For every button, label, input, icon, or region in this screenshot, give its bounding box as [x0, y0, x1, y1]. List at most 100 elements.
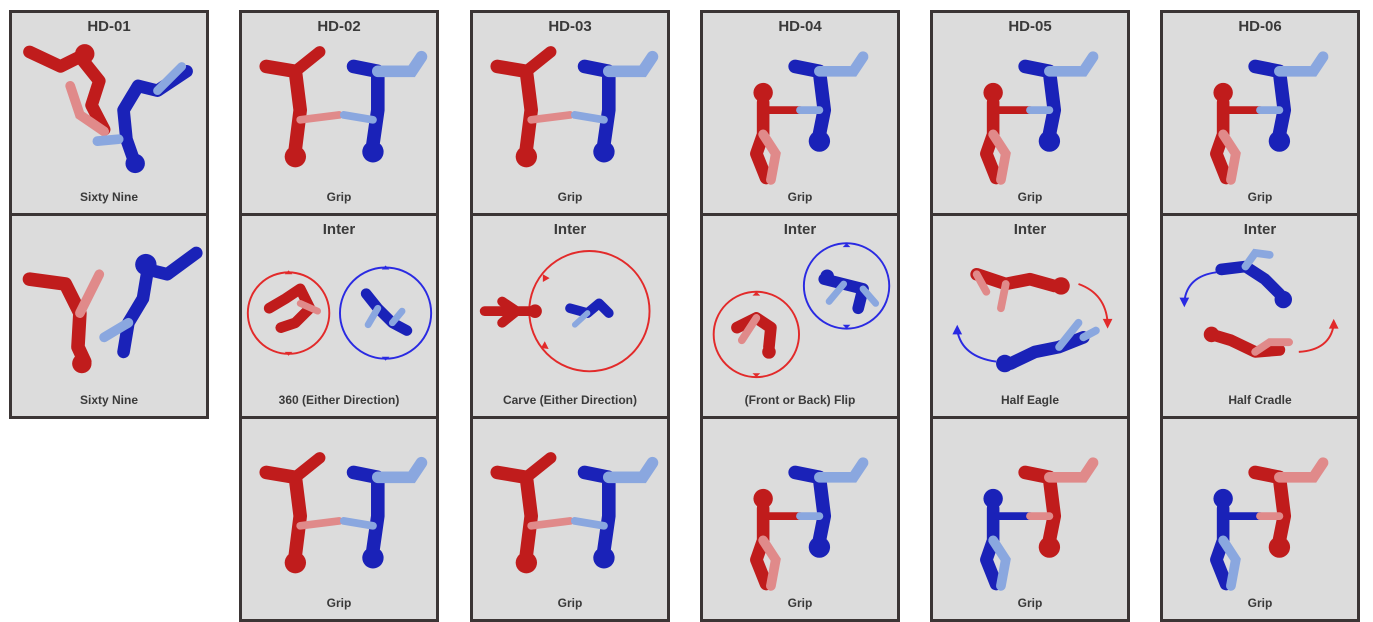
cell-caption: Sixty Nine	[79, 393, 139, 407]
red-flyer	[1210, 82, 1264, 185]
cell-hd-01-top: HD-01 Sixty Nine	[9, 10, 209, 216]
red-flyer	[259, 452, 343, 574]
arrowhead-icon	[1179, 297, 1190, 308]
arrowhead-icon	[381, 356, 390, 361]
blue-flyer	[360, 288, 413, 336]
blue-flyer	[339, 50, 428, 163]
red-flyer	[731, 312, 777, 353]
cell-caption: Grip	[326, 190, 352, 204]
cell-caption: Grip	[787, 596, 813, 610]
red-flyer	[1018, 457, 1099, 558]
cell-caption: Carve (Either Direction)	[502, 393, 638, 407]
sit-grip-swapped-figure	[1210, 457, 1329, 591]
blue-flyer	[1248, 51, 1329, 152]
cell-caption: Grip	[1017, 190, 1043, 204]
blue-flyer	[788, 457, 869, 558]
cell-caption: Grip	[787, 190, 813, 204]
cell-caption: Grip	[557, 190, 583, 204]
arrowhead-icon	[284, 351, 293, 356]
red-flyer	[259, 46, 343, 168]
red-flyer	[263, 283, 316, 333]
arrowhead-icon	[381, 265, 390, 270]
red-flyer	[1248, 457, 1329, 558]
cell-title: HD-05	[1008, 18, 1052, 35]
red-flyer	[22, 269, 105, 374]
cell-title: HD-03	[548, 18, 592, 35]
blue-flyer	[1004, 331, 1090, 370]
cell-caption: 360 (Either Direction)	[278, 393, 400, 407]
blue-flyer	[99, 246, 203, 359]
blue-flyer	[980, 488, 1034, 591]
red-flyer	[750, 82, 804, 185]
blue-swap-arrow	[1183, 271, 1217, 302]
cell-hd-04-top: HD-04 Grip	[700, 10, 900, 216]
head-down-grip-figure	[490, 46, 659, 168]
cell-caption: Grip	[557, 596, 583, 610]
cell-title: Inter	[322, 221, 356, 238]
red-flyer	[490, 452, 574, 574]
head-down-grip-figure	[490, 452, 659, 574]
sixty-nine-pose-figure	[23, 44, 193, 174]
arrowhead-icon	[540, 341, 549, 349]
blue-flyer	[1018, 51, 1099, 152]
cell-caption: Half Cradle	[1228, 393, 1292, 407]
cell-title: HD-01	[87, 18, 131, 35]
blue-flyer	[818, 273, 869, 315]
half-cradle-figure	[1179, 248, 1339, 358]
cell-hd-05-bottom: Grip	[930, 416, 1130, 622]
sit-grip-figure	[750, 51, 869, 185]
cell-caption: Grip	[1017, 596, 1043, 610]
blue-flyer	[92, 62, 193, 174]
sit-grip-figure	[1210, 51, 1329, 185]
cell-title: HD-04	[778, 18, 822, 35]
arrowhead-icon	[542, 274, 550, 283]
cell-caption: Grip	[1247, 596, 1273, 610]
cell-hd-06-bottom: Grip	[1160, 416, 1360, 622]
cell-hd-06-middle: Inter Half Cradle	[1160, 213, 1360, 419]
red-flyer	[970, 267, 1061, 293]
cell-title: Inter	[783, 221, 817, 238]
cell-title: Inter	[553, 221, 587, 238]
cell-title: HD-06	[1238, 18, 1282, 35]
blue-flyer	[565, 298, 614, 318]
cell-caption: Grip	[1247, 190, 1273, 204]
cell-hd-02-top: HD-02 Grip	[239, 10, 439, 216]
arrowhead-icon	[752, 291, 761, 296]
cell-hd-05-middle: Inter Half Eagle	[930, 213, 1130, 419]
cell-title: HD-02	[317, 18, 361, 35]
cell-hd-04-middle: Inter (Front or Back) Flip	[700, 213, 900, 419]
cell-caption: (Front or Back) Flip	[744, 393, 856, 407]
red-swap-arrow	[1078, 283, 1109, 323]
red-flyer	[23, 44, 111, 137]
arrowhead-icon	[752, 373, 761, 378]
blue-flyer	[570, 456, 659, 569]
cell-caption: Sixty Nine	[79, 190, 139, 204]
red-swap-arrow	[1298, 324, 1335, 353]
cell-hd-03-bottom: Grip	[470, 416, 670, 622]
half-eagle-figure	[952, 267, 1113, 373]
cell-title: Inter	[1013, 221, 1047, 238]
red-flyer	[490, 46, 574, 168]
cell-hd-05-top: HD-05 Grip	[930, 10, 1130, 216]
rotation-circle-red	[712, 290, 800, 379]
red-flyer	[980, 82, 1034, 185]
cell-hd-03-top: HD-03 Grip	[470, 10, 670, 216]
red-flyer	[479, 296, 538, 328]
blue-flyer	[788, 51, 869, 152]
arrowhead-icon	[1102, 318, 1113, 329]
arrowhead-icon	[284, 270, 293, 275]
sit-grip-figure	[980, 51, 1099, 185]
blue-swap-arrow	[956, 330, 997, 363]
arrowhead-icon	[842, 243, 851, 248]
cell-caption: Half Eagle	[1000, 393, 1060, 407]
cell-hd-02-middle: Inter 360 (Either Direction)	[239, 213, 439, 419]
cell-hd-02-bottom: Grip	[239, 416, 439, 622]
arrowhead-icon	[1328, 318, 1339, 329]
cell-hd-03-middle: Inter Carve (Either Direction)	[470, 213, 670, 419]
cell-hd-01-bottom: Sixty Nine	[9, 213, 209, 419]
carve-rotation-figure	[479, 250, 651, 373]
blue-flyer	[339, 456, 428, 569]
arrowhead-icon	[842, 324, 851, 329]
cell-title: Inter	[1243, 221, 1277, 238]
sit-grip-swapped-figure	[980, 457, 1099, 591]
